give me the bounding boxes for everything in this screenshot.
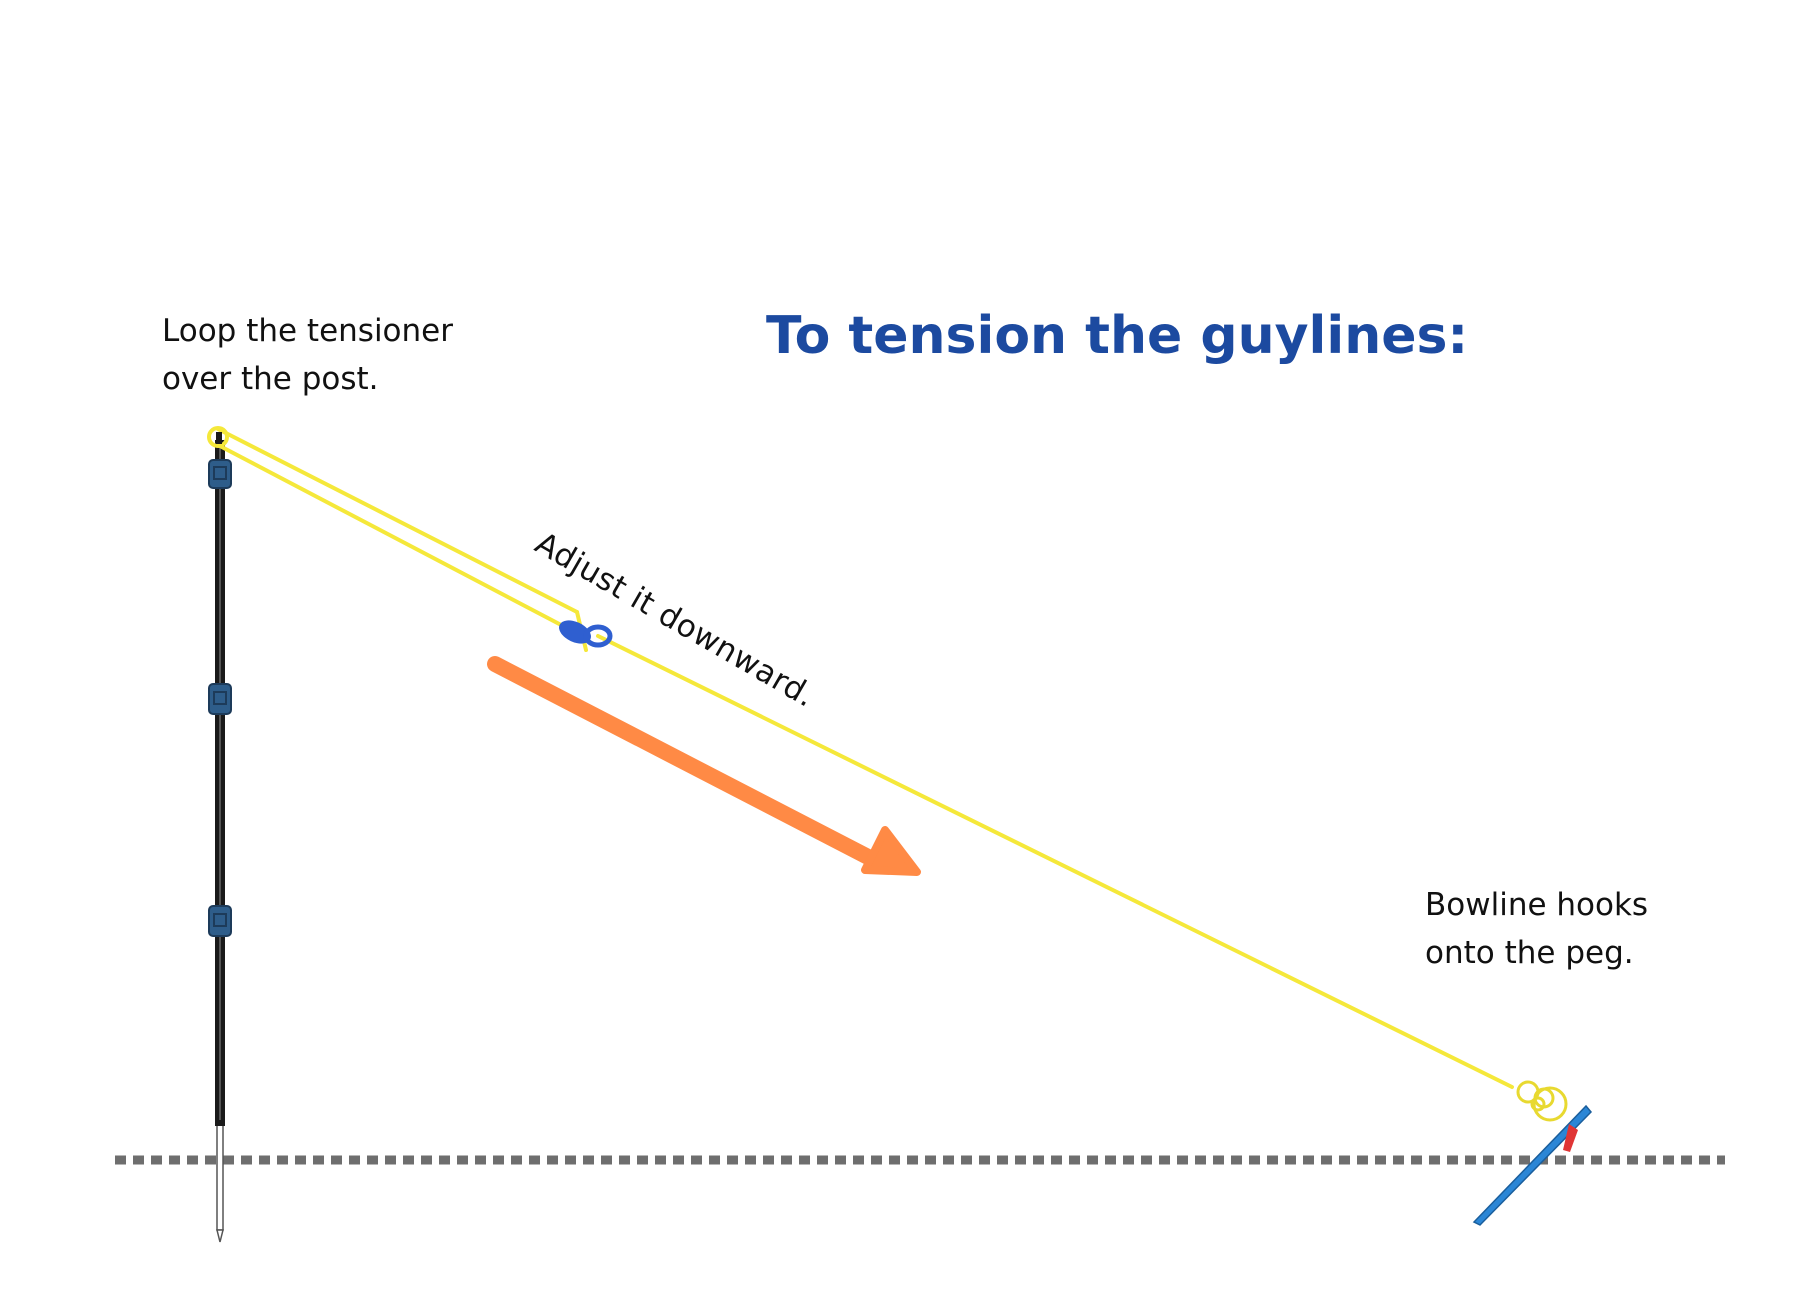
pole-clip-icon	[208, 459, 232, 489]
loop-tensioner-note-line-1: Loop the tensioner	[162, 313, 453, 349]
bowline-knot-icon	[1516, 1080, 1568, 1122]
loop-tensioner-note-line-2: over the post.	[162, 361, 379, 397]
diagram-title: To tension the guylines:	[766, 306, 1469, 366]
bowline-note-line-1: Bowline hooks	[1425, 887, 1649, 923]
direction-arrow-icon	[487, 656, 921, 876]
pole-tip	[216, 432, 222, 444]
line-tensioner-icon	[559, 620, 613, 648]
guyline	[207, 426, 1514, 1089]
bowline-note: Bowline hooks onto the peg.	[1425, 881, 1648, 977]
tent-pole	[215, 440, 225, 1126]
tent-peg-icon	[1472, 1104, 1593, 1226]
pole-spike	[216, 1124, 224, 1243]
pole-clip-icon	[208, 905, 232, 937]
pole-clip-icon	[208, 683, 232, 715]
bowline-note-line-2: onto the peg.	[1425, 935, 1634, 971]
loop-tensioner-note: Loop the tensioner over the post.	[162, 307, 453, 403]
